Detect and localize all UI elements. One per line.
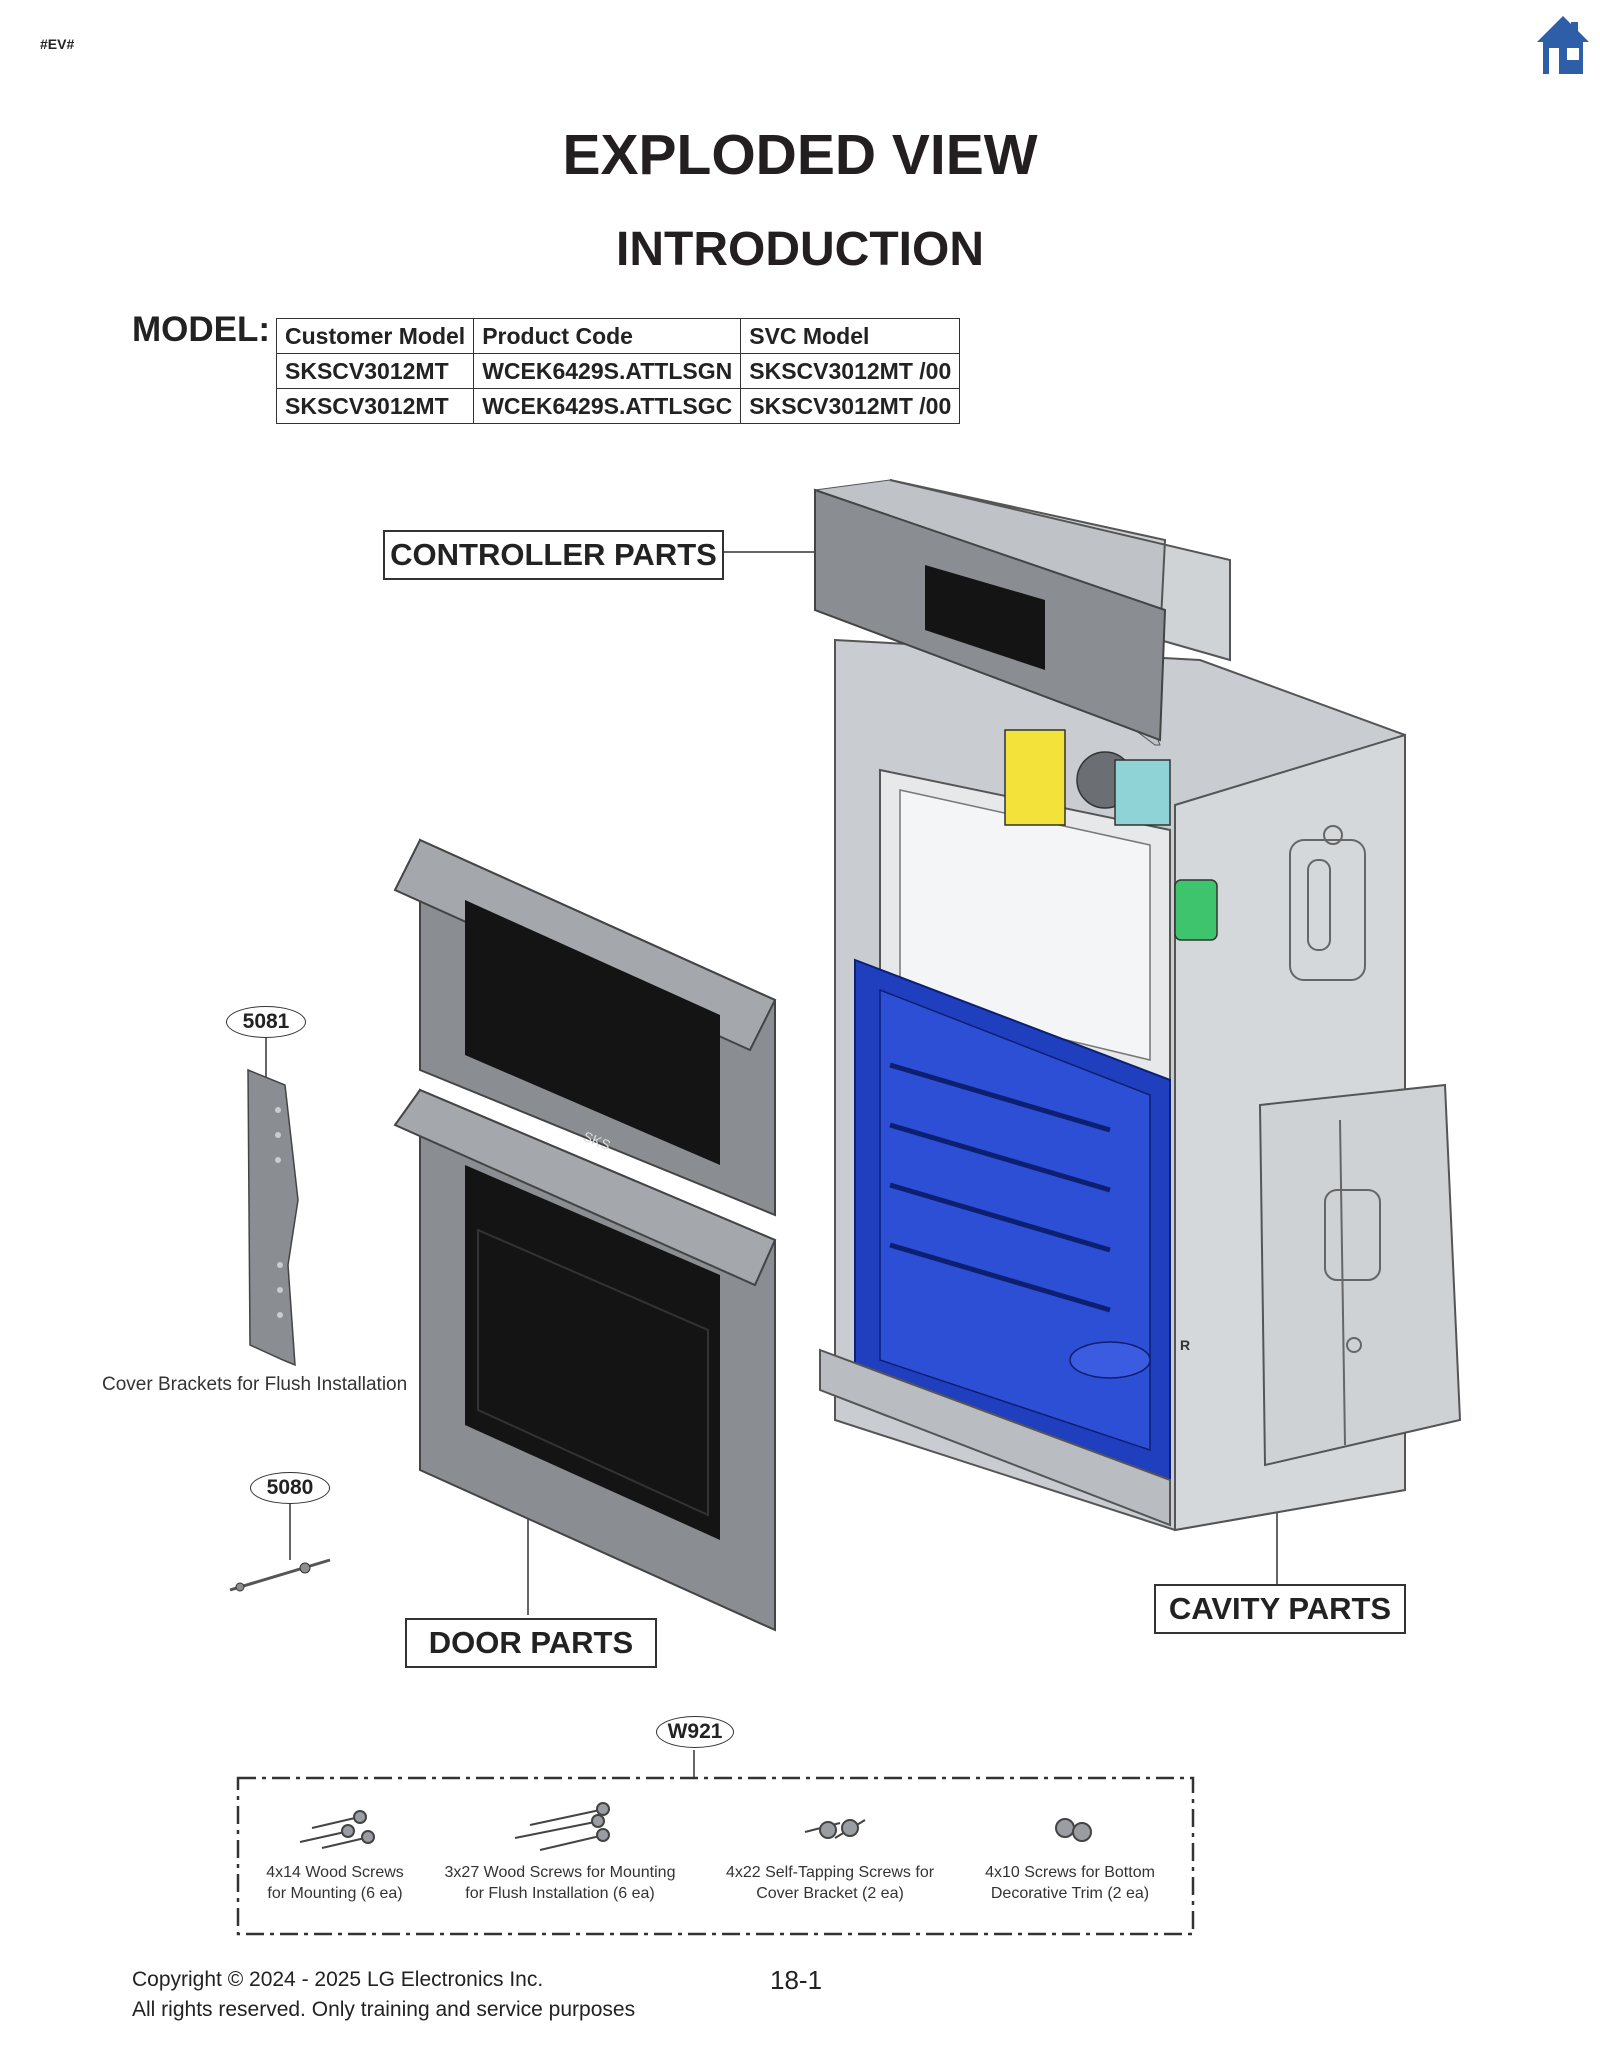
- copyright-line: Copyright © 2024 - 2025 LG Electronics I…: [132, 1968, 544, 1991]
- door-parts-label[interactable]: DOOR PARTS: [405, 1618, 657, 1668]
- screw-caption-line: for Flush Installation (6 ea): [465, 1885, 655, 1902]
- table-cell: SKSCV3012MT: [275, 388, 475, 424]
- controller-parts-label[interactable]: CONTROLLER PARTS: [383, 530, 724, 580]
- copyright-line: All rights reserved. Only training and s…: [132, 1998, 636, 2021]
- self-tapping-screw-4x22-icon: [804, 1819, 866, 1839]
- screw-caption: 4x14 Wood Screws for Mounting (6 ea): [240, 1862, 430, 1904]
- bottom-trim-screw-4x10-icon: [1055, 1818, 1092, 1842]
- cavity-parts-label[interactable]: CAVITY PARTS: [1154, 1584, 1406, 1634]
- screw-caption: 4x22 Self-Tapping Screws for Cover Brack…: [710, 1862, 950, 1904]
- screw-caption-line: for Mounting (6 ea): [267, 1885, 403, 1902]
- page-title: EXPLODED VIEW: [562, 123, 1038, 187]
- model-label: MODEL:: [132, 310, 271, 349]
- cover-bracket-5081: [247, 1068, 299, 1367]
- screw-caption-line: Decorative Trim (2 ea): [990, 1885, 1150, 1902]
- page-number: 18-1: [770, 1965, 823, 1995]
- home-icon[interactable]: [1535, 14, 1591, 76]
- cavity-mark: R: [1180, 1337, 1190, 1353]
- screw-group-box: [236, 1776, 1195, 1936]
- screw-caption: 3x27 Wood Screws for Mounting for Flush …: [430, 1862, 690, 1904]
- table-cell: SKSCV3012MT /00: [740, 388, 961, 424]
- screw-caption: 4x10 Screws for Bottom Decorative Trim (…: [960, 1862, 1180, 1904]
- section-subtitle: INTRODUCTION: [616, 223, 984, 276]
- table-cell: WCEK6429S.ATTLSGC: [473, 388, 742, 424]
- part-5080-illustration: [229, 1558, 331, 1592]
- part-callout-5080[interactable]: 5080: [250, 1472, 330, 1504]
- model-table: Customer Model Product Code SVC Model SK…: [275, 318, 961, 424]
- controller-parts-illustration: [813, 479, 1231, 746]
- screw-caption-line: 3x27 Wood Screws for Mounting: [444, 1864, 676, 1881]
- part-callout-w921[interactable]: W921: [656, 1716, 734, 1748]
- part-caption-5081: Cover Brackets for Flush Installation: [102, 1374, 408, 1395]
- wood-screw-4x14-icon: [299, 1810, 375, 1849]
- screw-caption-line: Cover Bracket (2 ea): [756, 1885, 904, 1902]
- column-header: Customer Model: [275, 318, 475, 354]
- copyright-notice: Copyright © 2024 - 2025 LG Electronics I…: [132, 1965, 635, 2025]
- door-parts-illustration: SKS: [393, 838, 777, 1632]
- oven-body: R: [819, 638, 1462, 1532]
- part-callout-5081[interactable]: 5081: [226, 1006, 306, 1038]
- table-cell: SKSCV3012MT: [275, 353, 475, 389]
- screw-caption-line: 4x10 Screws for Bottom: [985, 1864, 1155, 1881]
- screw-caption-line: 4x14 Wood Screws: [266, 1864, 404, 1881]
- wood-screw-3x27-icon: [514, 1802, 610, 1851]
- table-row: SKSCV3012MT WCEK6429S.ATTLSGC SKSCV3012M…: [275, 388, 961, 424]
- page-tag: #EV#: [40, 36, 75, 52]
- screw-caption-line: 4x22 Self-Tapping Screws for: [725, 1864, 935, 1881]
- table-cell: SKSCV3012MT /00: [740, 353, 961, 389]
